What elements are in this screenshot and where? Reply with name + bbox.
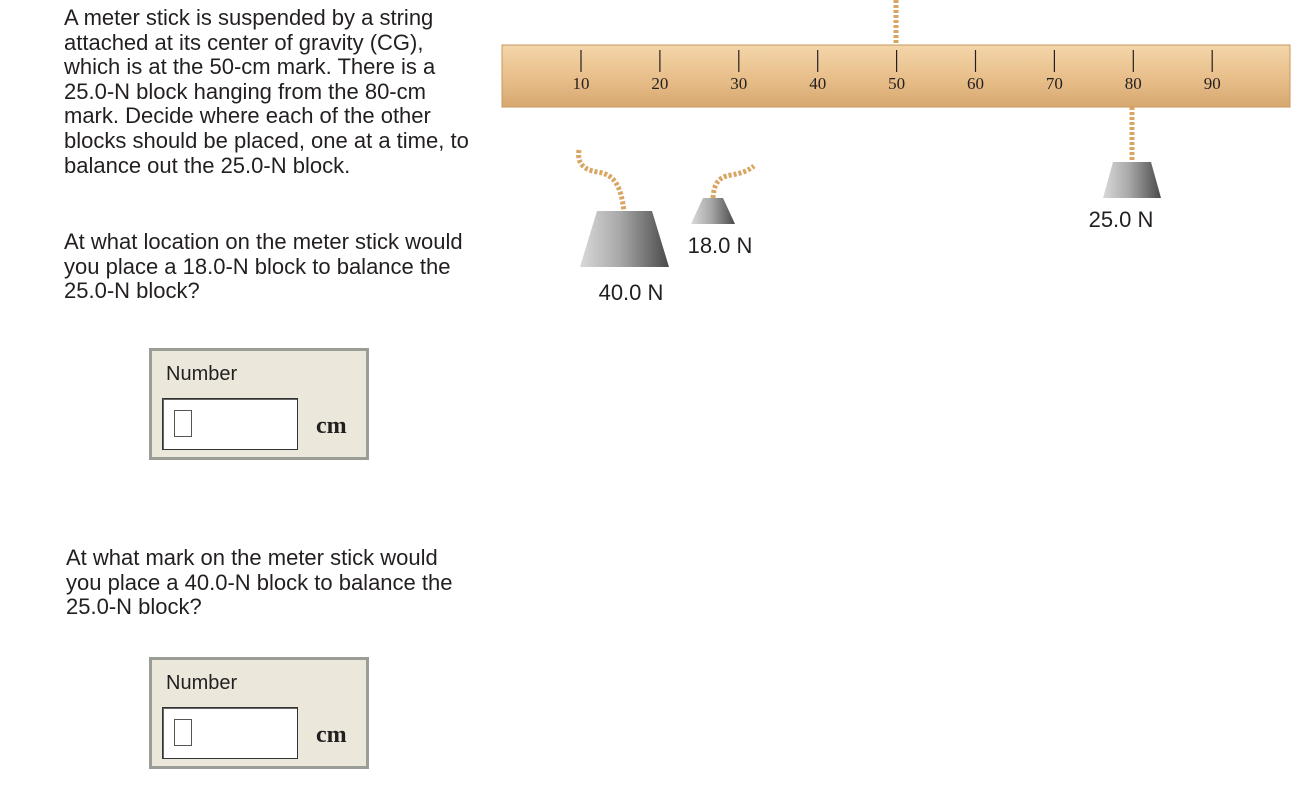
answer-label: Number bbox=[166, 363, 238, 385]
answer-box-2: Number cm bbox=[149, 657, 369, 769]
weight-label-40N: 40.0 N bbox=[599, 280, 664, 305]
tick-label-80: 80 bbox=[1125, 74, 1142, 93]
question-part-1: At what location on the meter stick woul… bbox=[64, 229, 463, 304]
input-caret-icon bbox=[174, 410, 192, 437]
answer-label: Number bbox=[166, 672, 238, 694]
question-part-2: At what mark on the meter stick would yo… bbox=[66, 545, 453, 620]
tick-label-10: 10 bbox=[573, 74, 590, 93]
tick-label-30: 30 bbox=[730, 74, 747, 93]
tick-label-40: 40 bbox=[809, 74, 826, 93]
tick-label-50: 50 bbox=[888, 74, 905, 93]
tick-label-60: 60 bbox=[967, 74, 984, 93]
weight-label-18N: 18.0 N bbox=[688, 233, 753, 258]
tick-label-90: 90 bbox=[1204, 74, 1221, 93]
tick-label-20: 20 bbox=[651, 74, 668, 93]
large-block-rope bbox=[576, 149, 627, 213]
small-block-rope bbox=[710, 164, 756, 199]
input-caret-icon bbox=[174, 719, 192, 746]
tick-label-70: 70 bbox=[1046, 74, 1063, 93]
weight-label-25N: 25.0 N bbox=[1089, 207, 1154, 232]
hanging-block-25N bbox=[1103, 162, 1161, 198]
tick-marks: 10 20 30 40 50 60 70 80 90 bbox=[573, 50, 1221, 93]
small-block-18N bbox=[691, 198, 735, 224]
large-block-40N bbox=[580, 211, 669, 267]
question-intro: A meter stick is suspended by a string a… bbox=[64, 5, 469, 178]
unit-label: cm bbox=[316, 413, 347, 439]
unit-label: cm bbox=[316, 722, 347, 748]
answer-box-1: Number cm bbox=[149, 348, 369, 460]
